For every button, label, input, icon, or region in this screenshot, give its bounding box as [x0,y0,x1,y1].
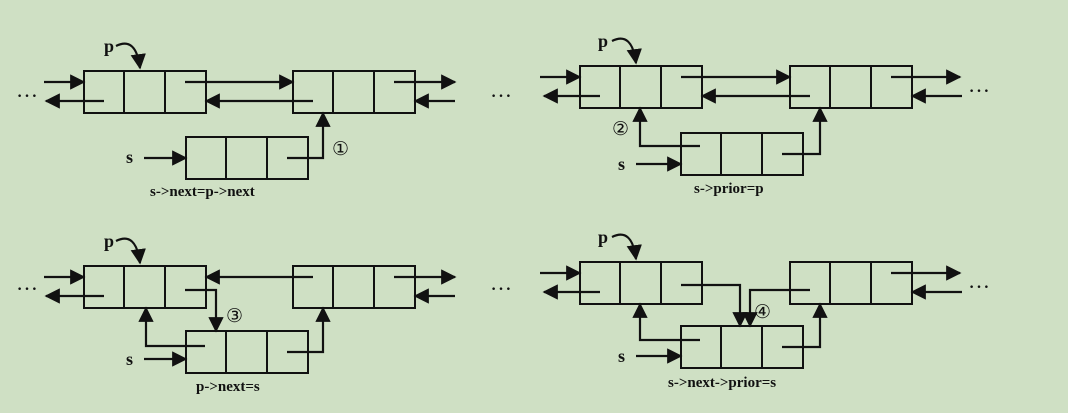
ellipsis-left: … [16,77,38,102]
node-q [292,265,416,309]
pointer-s-label: s [618,154,625,174]
arrow-p-pointer [115,237,146,265]
node-p [83,265,207,309]
arrow-s-next [782,106,828,156]
arrow-s-next [782,302,828,349]
arrow-p-next [681,283,748,328]
ellipsis-left: … [16,270,38,295]
panel-4: … p s ④ s->ne [540,227,990,391]
panel-3: … … p s ③ [16,231,512,395]
step-number: ① [332,139,349,160]
caption: s->next->prior=s [668,375,776,391]
step-number: ② [612,119,629,140]
caption: s->prior=p [694,181,764,197]
ellipsis-right: … [490,270,512,295]
caption: s->next=p->next [150,184,255,200]
arrow-s-prior [138,306,205,348]
node-q [789,65,913,109]
arrow-p-pointer [611,233,642,261]
arrow-p-pointer [115,42,146,70]
panel-2: … p s ② s->prior=p [540,31,990,197]
arrow-p-pointer [611,37,642,65]
arrow-step-1 [287,111,331,160]
node-q [789,261,913,305]
node-q [292,70,416,114]
pointer-s-label: s [126,147,133,167]
node-p [579,261,703,305]
pointer-p-label: p [104,231,114,251]
caption: p->next=s [196,379,260,395]
pointer-p-label: p [598,227,608,247]
arrow-s-next [287,306,331,354]
arrow-step-3 [185,288,224,333]
pointer-p-label: p [104,36,114,56]
panel-1: … … p [16,36,512,200]
arrow-s-prior [632,302,700,342]
ellipsis-right: … [968,72,990,97]
arrow-step-2 [632,106,700,148]
step-number: ④ [754,302,771,323]
ellipsis-right: … [490,77,512,102]
ellipsis-right: … [968,268,990,293]
node-p [579,65,703,109]
step-number: ③ [226,306,243,327]
pointer-s-label: s [618,346,625,366]
pointer-s-label: s [126,349,133,369]
arrow-step-4 [742,288,810,328]
node-p [83,70,207,114]
pointer-p-label: p [598,31,608,51]
